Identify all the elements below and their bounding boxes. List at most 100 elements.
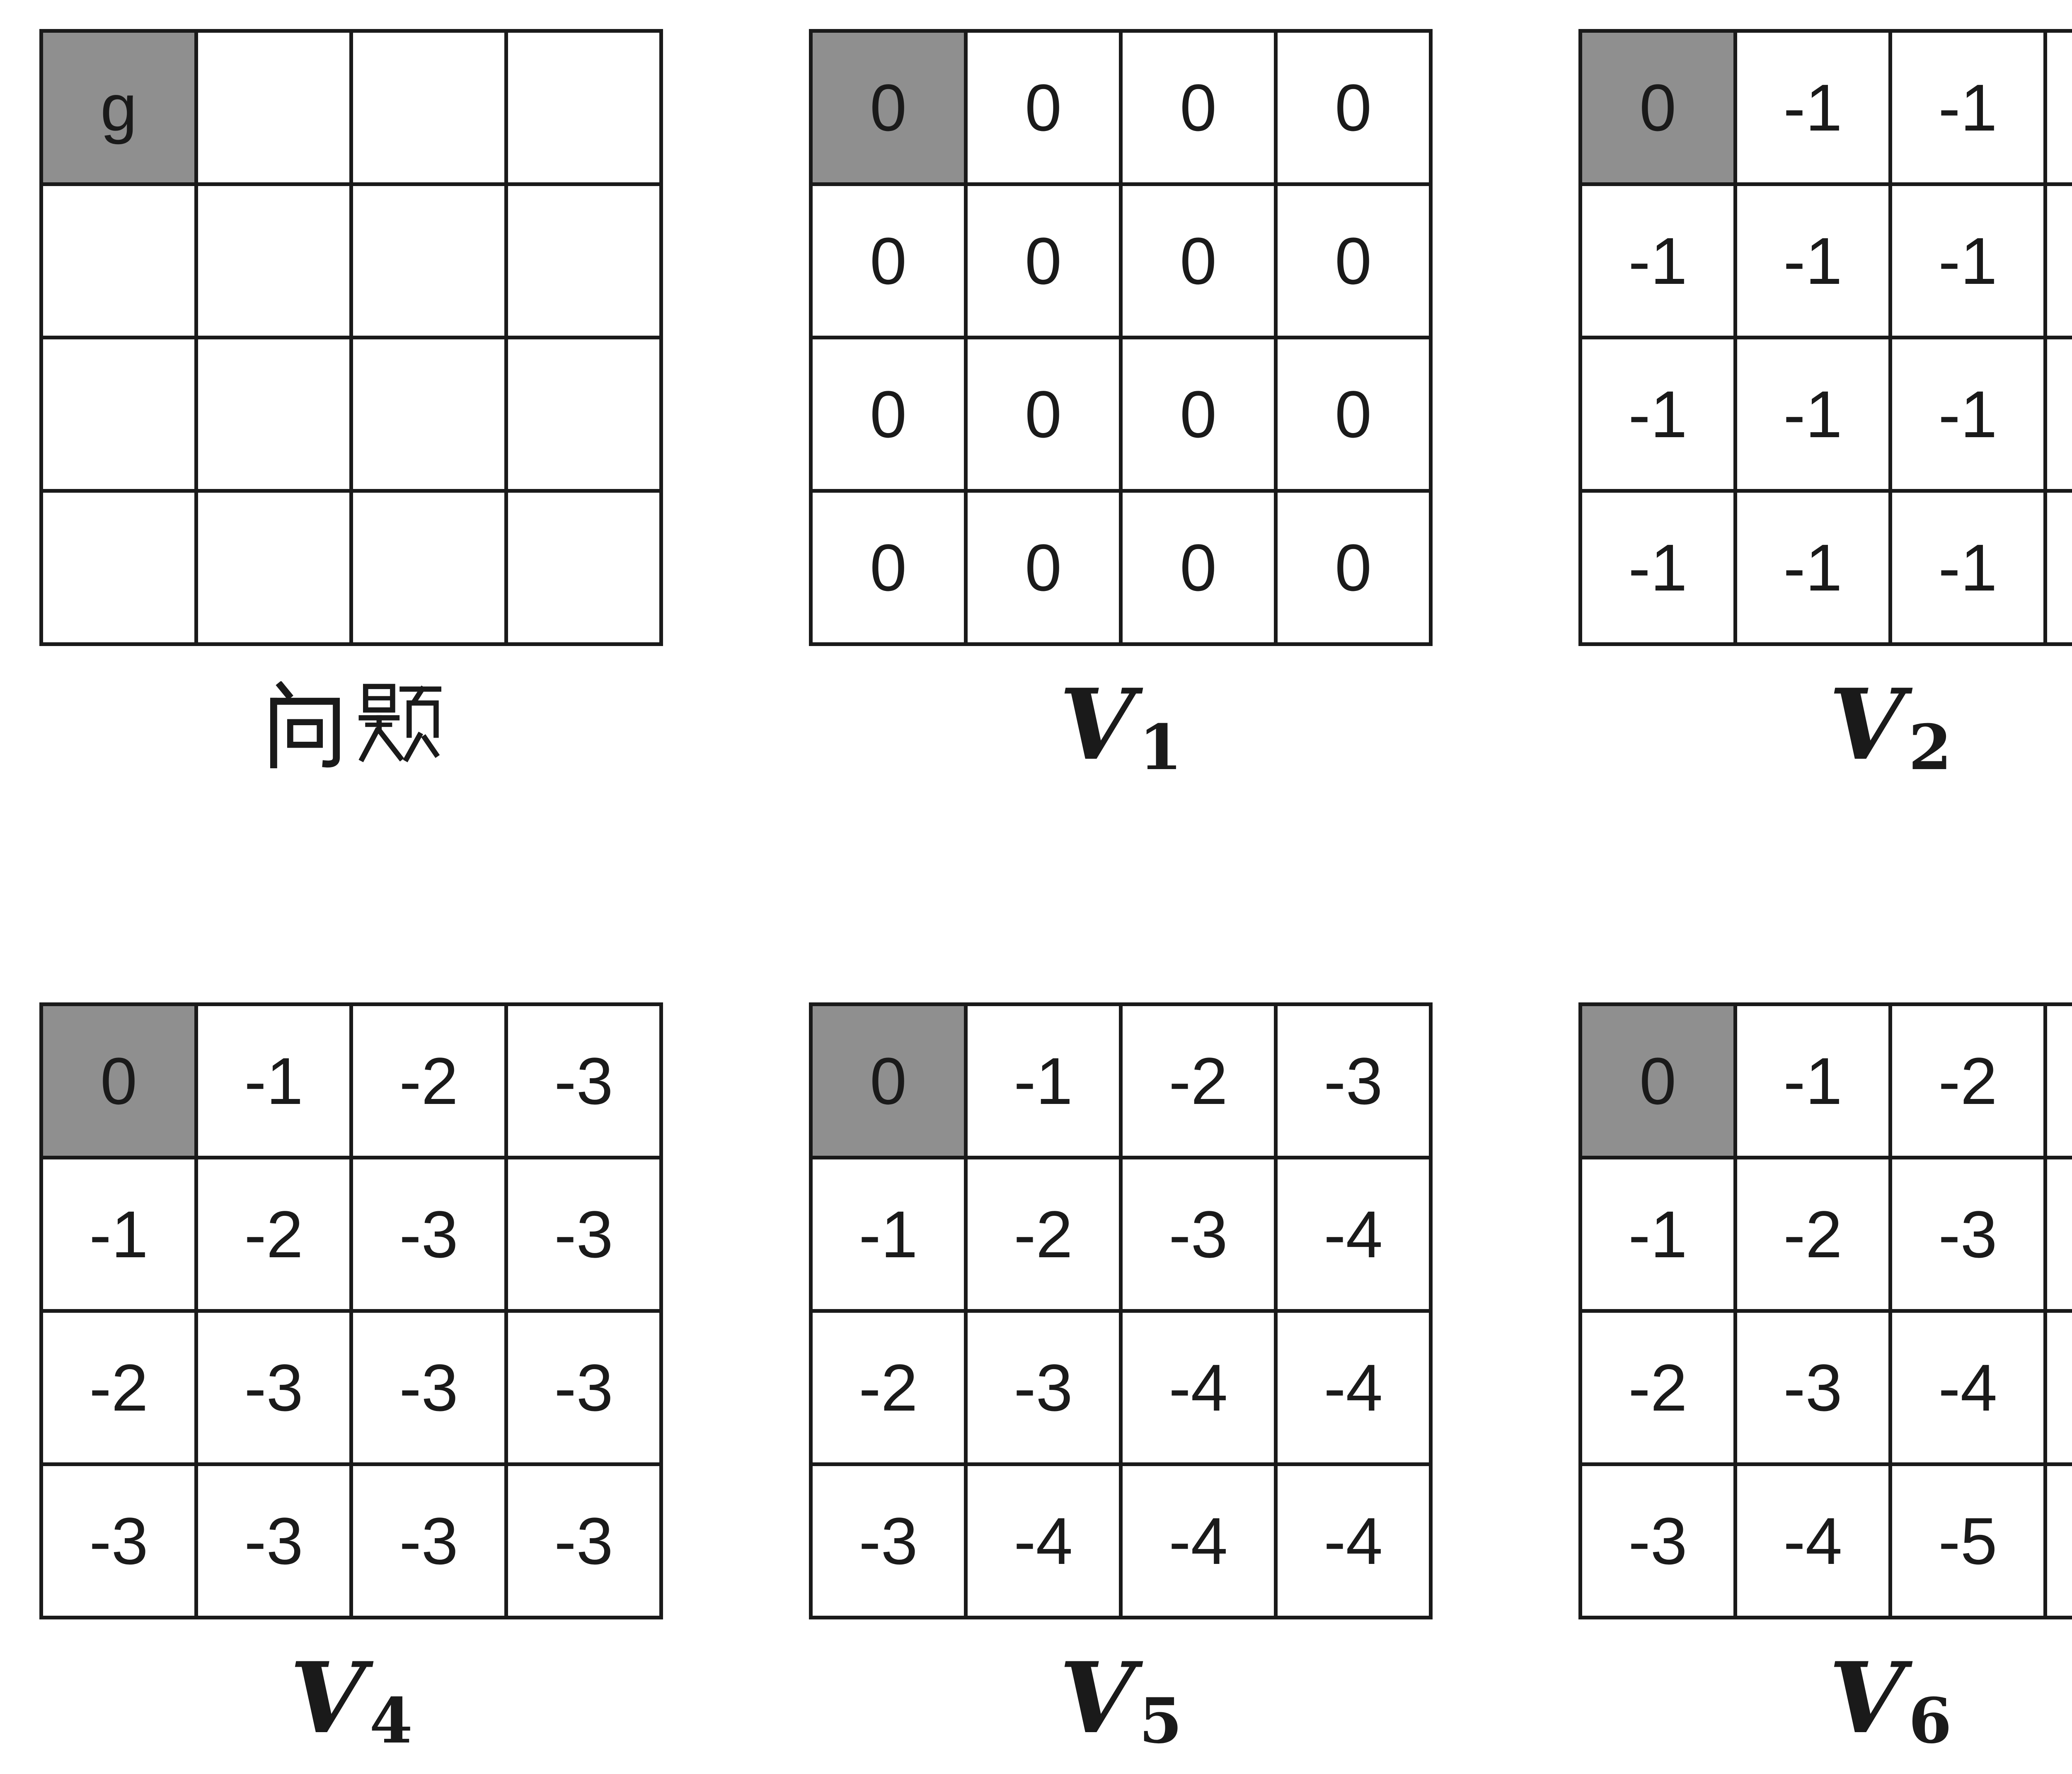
grid-row: -3-4-4-4 <box>809 1462 1433 1619</box>
grid-cell: -1 <box>39 1156 198 1313</box>
grid-cell: -1 <box>1733 29 1892 186</box>
grid-figure: 0-1-1-1-1-1-1-1-1-1-1-1-1-1-1-1 V2 <box>1578 29 2072 1002</box>
grid-row: -1-1-1-1 <box>1578 182 2072 339</box>
grid-cell: -4 <box>1888 1309 2047 1466</box>
grid-cell: -3 <box>1274 1002 1433 1159</box>
label-base: V <box>1829 667 1905 782</box>
grid-cell: -3 <box>964 1309 1123 1466</box>
grid-cell: -4 <box>2043 1156 2072 1313</box>
grid-cell: -3 <box>349 1309 508 1466</box>
grid-cell: -1 <box>1888 336 2047 493</box>
grid-row: -2-3-3-3 <box>39 1309 663 1466</box>
grid-cell: -1 <box>2043 29 2072 186</box>
grid-cell: -2 <box>194 1156 353 1313</box>
grid-cell: -1 <box>2043 336 2072 493</box>
grid-row: -1-2-3-4 <box>809 1156 1433 1313</box>
grid-cell <box>39 489 198 646</box>
grid-cell: -3 <box>349 1156 508 1313</box>
grid-cell: -2 <box>1119 1002 1278 1159</box>
grid-cell: -1 <box>1888 182 2047 339</box>
label-base: V <box>1829 1641 1905 1755</box>
grid-cell: -2 <box>39 1309 198 1466</box>
grid-row: -2-3-4-5 <box>1578 1309 2072 1466</box>
grid-cell: -1 <box>1578 489 1737 646</box>
grid-row: -1-2-3-3 <box>39 1156 663 1313</box>
grid-cell: -4 <box>964 1462 1123 1619</box>
grid-cell: -3 <box>504 1462 663 1619</box>
cjk-char-ti <box>358 684 441 762</box>
grid-row: -1-1-1-1 <box>1578 489 2072 646</box>
grid-cell <box>39 336 198 493</box>
grid-cell <box>39 182 198 339</box>
grid-cell: -3 <box>349 1462 508 1619</box>
goal-cell: 0 <box>809 1002 968 1159</box>
grid-row: 0-1-2-3 <box>809 1002 1433 1159</box>
goal-cell: 0 <box>39 1002 198 1159</box>
value-grid: 0-1-2-3-1-2-3-3-2-3-3-3-3-3-3-3 <box>39 1002 663 1619</box>
grid-cell <box>349 29 508 186</box>
goal-cell: 0 <box>809 29 968 186</box>
grid-cell: -1 <box>1733 489 1892 646</box>
grid-cell <box>504 182 663 339</box>
grid-cell: 0 <box>964 182 1123 339</box>
grid-cell: -3 <box>809 1462 968 1619</box>
grid-cell: -1 <box>2043 489 2072 646</box>
label-subscript: 6 <box>1908 1684 1952 1757</box>
grid-cell: 0 <box>809 489 968 646</box>
grid-figure: g <box>39 29 663 1002</box>
grid-cell: -3 <box>39 1462 198 1619</box>
grid-cell: 0 <box>1119 336 1278 493</box>
grid-cell <box>194 336 353 493</box>
grid-row: 0-1-2-3 <box>1578 1002 2072 1159</box>
grid-cell: -1 <box>1733 336 1892 493</box>
grid-cell: -5 <box>2043 1309 2072 1466</box>
grid-cell: -1 <box>194 1002 353 1159</box>
value-grid: 0-1-2-3-1-2-3-4-2-3-4-4-3-4-4-4 <box>809 1002 1433 1619</box>
grid-cell: -3 <box>504 1309 663 1466</box>
value-grid: 0-1-1-1-1-1-1-1-1-1-1-1-1-1-1-1 <box>1578 29 2072 646</box>
grid-cell: -2 <box>1733 1156 1892 1313</box>
grid-cell: -1 <box>1578 1156 1737 1313</box>
grid-cell <box>504 29 663 186</box>
grid-cell: -3 <box>1888 1156 2047 1313</box>
grid-row: -3-3-3-3 <box>39 1462 663 1619</box>
grid-figure: 0-1-2-3-1-2-3-4-2-3-4-5-3-4-5-5 V6 <box>1578 1002 2072 1752</box>
grid-label <box>39 671 663 779</box>
grid-cell: 0 <box>1274 336 1433 493</box>
grid-cell: -4 <box>1274 1156 1433 1313</box>
grid-cell: -5 <box>1888 1462 2047 1619</box>
grid-cell: -1 <box>1888 489 2047 646</box>
grid-cell <box>349 336 508 493</box>
grid-cell: -3 <box>504 1156 663 1313</box>
grid-cell: 0 <box>964 489 1123 646</box>
grid-cell: -2 <box>1578 1309 1737 1466</box>
grid-cell: 0 <box>964 336 1123 493</box>
grid-cell <box>349 182 508 339</box>
grid-row <box>39 182 663 339</box>
grid-cell <box>194 29 353 186</box>
grid-cell <box>194 489 353 646</box>
grid-cell: -3 <box>194 1309 353 1466</box>
grid-row: g <box>39 29 663 186</box>
grid-cell: -4 <box>1274 1462 1433 1619</box>
grid-cell: -4 <box>1119 1309 1278 1466</box>
grid-cell: -1 <box>1578 336 1737 493</box>
label-base: V <box>290 1641 366 1755</box>
grid-cell: 0 <box>1119 182 1278 339</box>
grid-cell: -3 <box>504 1002 663 1159</box>
grid-cell: -2 <box>1888 1002 2047 1159</box>
grid-row: -2-3-4-4 <box>809 1309 1433 1466</box>
grid-cell: -2 <box>349 1002 508 1159</box>
